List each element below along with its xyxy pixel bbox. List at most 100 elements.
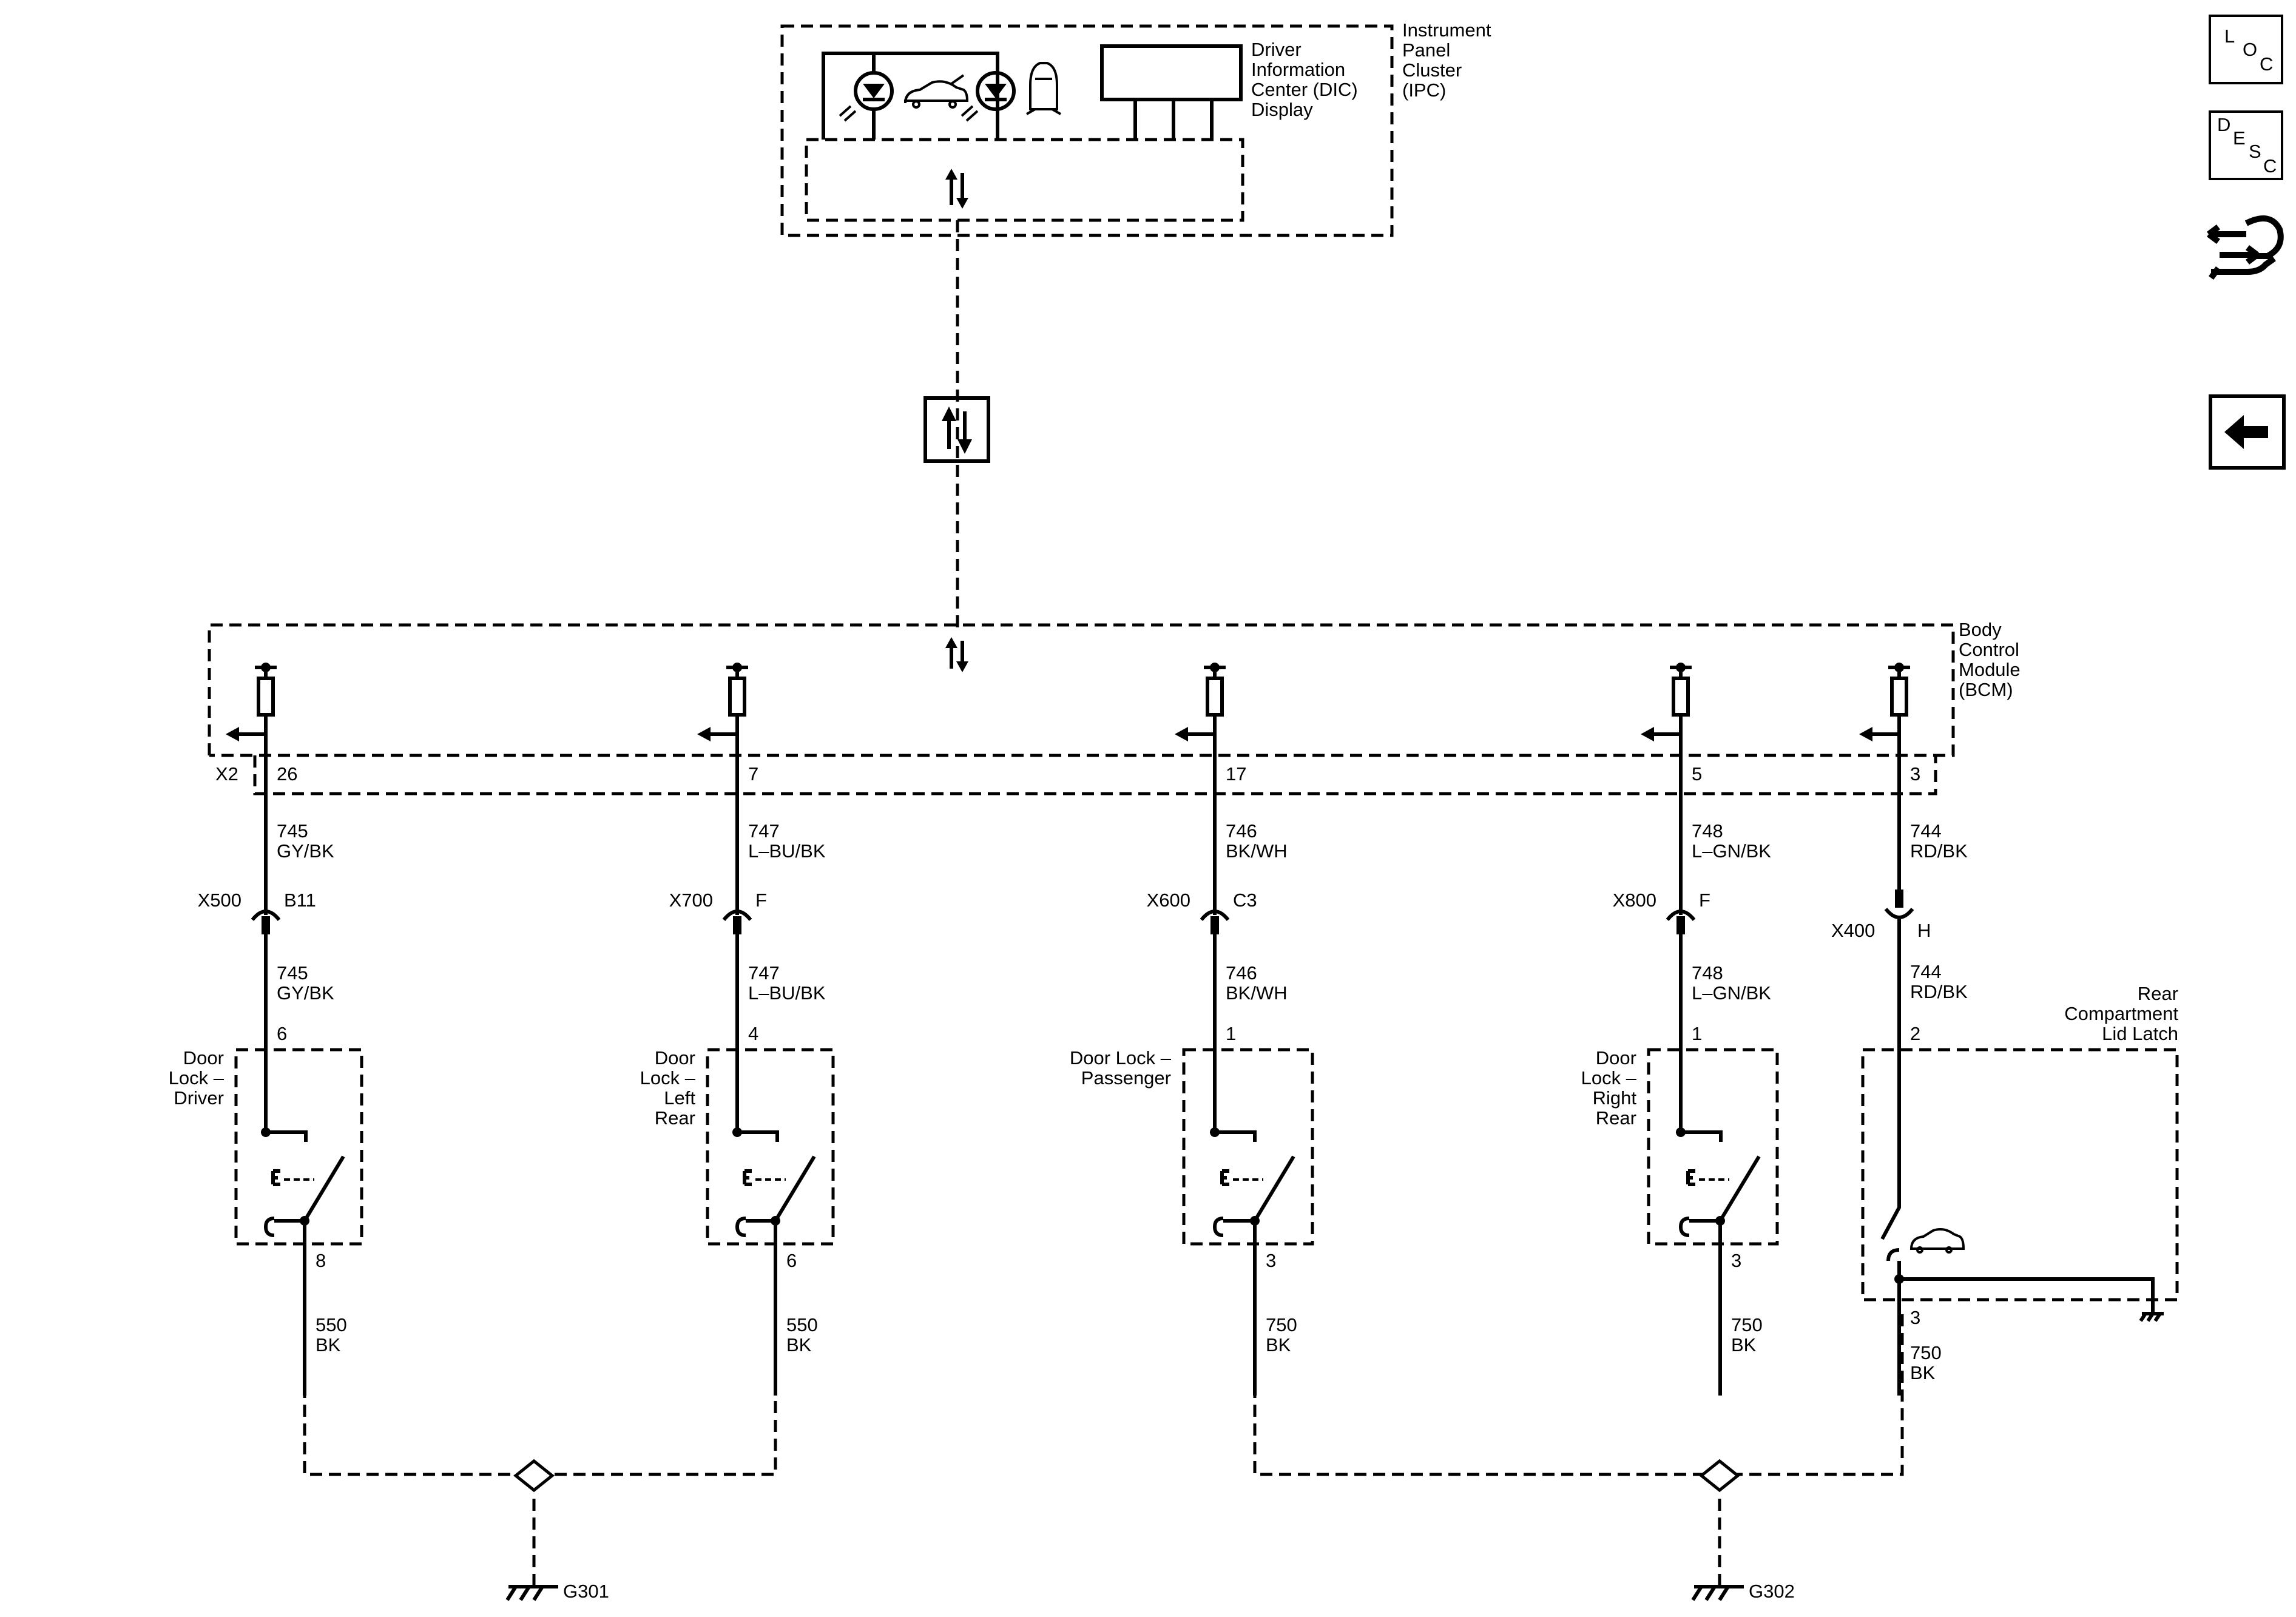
wire-label: 550 (786, 1314, 818, 1335)
component-pin-label: 1 (1692, 1023, 1702, 1044)
component-label: Rear (1596, 1107, 1636, 1129)
wire-label: 748 (1692, 820, 1723, 842)
bcm-pin-label: 3 (1910, 763, 1920, 785)
led-icon (839, 53, 894, 140)
dic-label-line: Driver (1251, 39, 1302, 60)
connector-label: X700 (669, 890, 713, 911)
desc-letter: E (2233, 127, 2246, 149)
component-label: Lock – (640, 1067, 696, 1089)
door-ajar-icon (1026, 62, 1061, 115)
wire-label: 744 (1910, 961, 1942, 982)
loc-button[interactable]: L O C (2209, 15, 2283, 84)
wire-label: 748 (1692, 962, 1723, 984)
serial-data-link-icon (923, 396, 990, 463)
wire-label: BK (316, 1334, 341, 1355)
component-outline (1182, 1048, 1314, 1246)
connector-label: X400 (1831, 920, 1875, 941)
wire-label: 745 (277, 820, 308, 842)
dic-display (1100, 44, 1243, 140)
component-pin-label: 6 (277, 1023, 287, 1044)
component-label: Lock – (1581, 1067, 1637, 1089)
ground-label: G302 (1749, 1581, 1795, 1602)
component-outline (1647, 1048, 1779, 1246)
connector-pin-label: C3 (1233, 890, 1257, 911)
bcm-pin-label: 17 (1226, 763, 1246, 785)
wire-label: 746 (1226, 962, 1257, 984)
wire-label: L–GN/BK (1692, 982, 1771, 1004)
component-label: Left (664, 1087, 695, 1109)
wire-label: BK/WH (1226, 840, 1288, 862)
component-label: Door Lock – (1070, 1047, 1172, 1068)
wire-label: BK (1731, 1334, 1757, 1355)
connector-repair-icon[interactable] (2204, 205, 2289, 284)
wire-label: 750 (1731, 1314, 1763, 1335)
input-arrow (697, 727, 711, 741)
wire-label: BK (786, 1334, 812, 1355)
loc-letter: L (2224, 25, 2235, 47)
component-label: Lock – (169, 1067, 225, 1089)
component-pin-label: 4 (748, 1023, 758, 1044)
back-arrow-icon (2224, 415, 2268, 449)
connector-pin-label: F (1699, 890, 1710, 911)
component-outline (706, 1048, 835, 1246)
wire-label: GY/BK (277, 840, 334, 862)
wire-label: 746 (1226, 820, 1257, 842)
wire-label: 744 (1910, 820, 1942, 842)
led-icon (961, 71, 1016, 122)
bcm-pin-label: 5 (1692, 763, 1702, 785)
input-arrow (1175, 727, 1188, 741)
component-pin-label: 2 (1910, 1023, 1920, 1044)
component-outline (1861, 1048, 2179, 1301)
desc-letter: D (2217, 114, 2230, 135)
back-button[interactable] (2209, 394, 2286, 470)
ground-icon (505, 1585, 558, 1601)
ground-bus-g301: G301 (303, 1311, 777, 1602)
component-label: Door (1596, 1047, 1636, 1068)
rear-lid-ajar-icon (1909, 1228, 1965, 1254)
dic-label-line: Center (DIC) (1251, 79, 1358, 100)
wire-label: 745 (277, 962, 308, 984)
pullup-resistor (257, 677, 275, 717)
bcm-pin-label: 26 (277, 763, 297, 785)
desc-letter: S (2249, 141, 2261, 162)
serial-data-icon (945, 169, 968, 209)
desc-letter: C (2263, 155, 2277, 177)
component-pin-label: 8 (316, 1250, 326, 1271)
serial-data-icon (945, 637, 968, 672)
connector-pin-label: B11 (284, 890, 316, 911)
wire-label: RD/BK (1910, 981, 1968, 1002)
component-pin-label: 6 (786, 1250, 797, 1271)
desc-button[interactable]: D E S C (2209, 110, 2283, 180)
component-pin-label: 3 (1266, 1250, 1276, 1271)
connector-pin-label: H (1917, 920, 1931, 941)
inline-connector (251, 910, 281, 934)
component-pin-label: 1 (1226, 1023, 1236, 1044)
component-outline (234, 1048, 363, 1246)
bcm-pin-label: 7 (748, 763, 758, 785)
component-label: Rear (655, 1107, 695, 1129)
pullup-resistor (728, 677, 746, 717)
input-arrow (1859, 727, 1872, 741)
connector-pin-label: F (755, 890, 767, 911)
input-arrow (226, 727, 239, 741)
wire-label: BK/WH (1226, 982, 1288, 1004)
bcm-connector-label: X2 (215, 763, 238, 785)
bcm-label-line: Body (1959, 619, 2002, 640)
component-label: Rear (2138, 983, 2178, 1004)
ipc-label-line: Instrument (1402, 19, 1491, 41)
ipc-label-line: (IPC) (1402, 79, 1446, 101)
case-ground-icon (2139, 1312, 2164, 1322)
component-label: Driver (174, 1087, 224, 1109)
connector-label: X600 (1147, 890, 1190, 911)
wire-label: 550 (316, 1314, 347, 1335)
wire-label: 747 (748, 962, 780, 984)
ipc-label-line: Panel (1402, 39, 1450, 61)
